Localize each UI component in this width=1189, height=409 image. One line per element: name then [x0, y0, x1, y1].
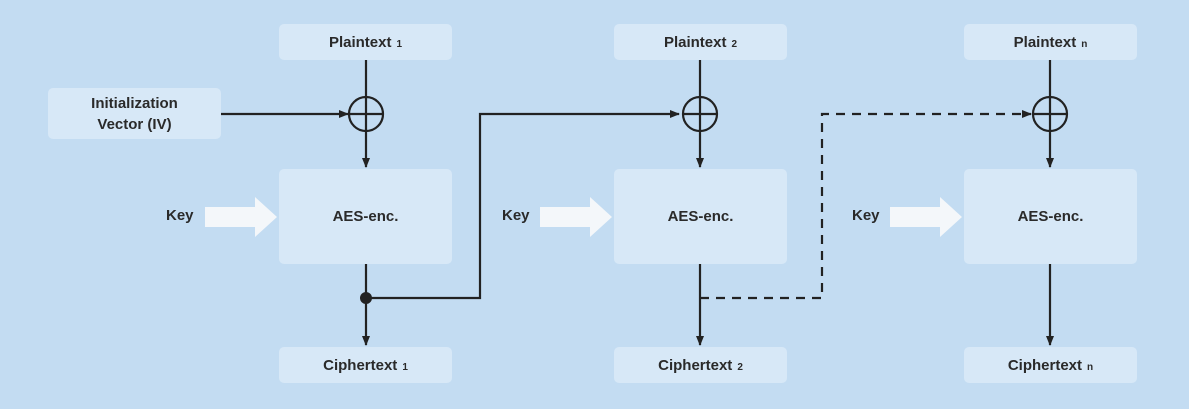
plaintext-n-box: Plaintext n	[964, 24, 1137, 60]
ciphertext-label: Ciphertext	[1007, 356, 1083, 374]
plaintext-label: Plaintext	[328, 33, 392, 51]
ciphertext-index: n	[1087, 361, 1094, 373]
plaintext-index: n	[1081, 38, 1088, 50]
junction-dot	[360, 292, 372, 304]
chain-arrow-1	[366, 110, 680, 300]
xor-icon	[347, 95, 385, 133]
chain-arrow-dashed	[700, 110, 1032, 300]
ciphertext-n-box: Ciphertext n	[964, 347, 1137, 383]
ciphertext-index: 1	[402, 361, 408, 373]
aes-enc-box-1: AES-enc.	[279, 169, 452, 264]
plaintext-index: 2	[731, 38, 738, 50]
xor-icon	[681, 95, 719, 133]
ciphertext-1-box: Ciphertext 1	[279, 347, 452, 383]
key-label-1: Key	[166, 207, 194, 224]
key-label-n: Key	[852, 207, 880, 224]
key-arrow-icon	[205, 197, 277, 237]
ciphertext-2-box: Ciphertext 2	[614, 347, 787, 383]
xor-icon	[1031, 95, 1069, 133]
plaintext-2-box: Plaintext 2	[614, 24, 787, 60]
plaintext-label: Plaintext	[663, 33, 727, 51]
ciphertext-label: Ciphertext	[658, 356, 733, 374]
ciphertext-index: 2	[737, 361, 743, 373]
key-arrow-icon	[540, 197, 612, 237]
aes-label: AES-enc.	[667, 208, 734, 225]
plaintext-1-box: Plaintext 1	[279, 24, 452, 60]
key-label-2: Key	[502, 207, 530, 224]
aes-enc-box-2: AES-enc.	[614, 169, 787, 264]
aes-enc-box-n: AES-enc.	[964, 169, 1137, 264]
key-arrow-icon	[890, 197, 962, 237]
plaintext-label: Plaintext	[1013, 33, 1077, 51]
iv-line1: Initialization	[91, 94, 178, 112]
ciphertext-label: Ciphertext	[323, 356, 398, 374]
plaintext-index: 1	[396, 38, 403, 50]
aes-label: AES-enc.	[332, 208, 399, 225]
iv-line2: Vector (IV)	[97, 115, 172, 133]
aes-label: AES-enc.	[1017, 208, 1084, 225]
